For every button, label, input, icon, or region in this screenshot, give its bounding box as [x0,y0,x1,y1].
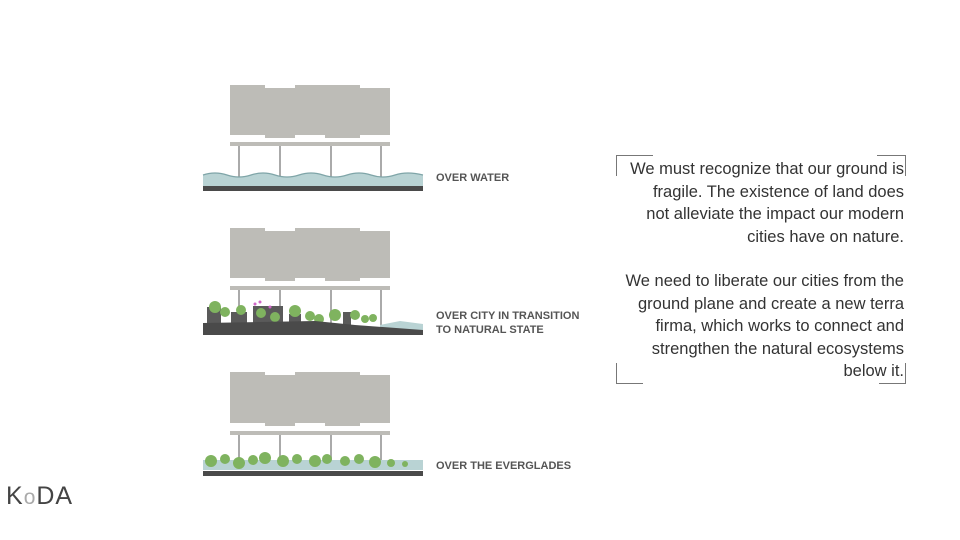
label-line: OVER CITY IN TRANSITION [436,310,580,322]
section-drawings [202,85,424,476]
label-over-water: OVER WATER [436,171,509,185]
building-mass [230,372,390,426]
columns [238,435,382,468]
label-over-city: OVER CITY IN TRANSITION TO NATURAL STATE [436,309,579,337]
ground-line [203,186,423,191]
platform [230,142,390,146]
logo-k: K [6,482,24,510]
label-over-everglades: OVER THE EVERGLADES [436,459,571,473]
label-line: OVER WATER [436,172,510,184]
platform [230,431,390,435]
logo-da: DA [36,482,74,510]
ground-line [203,471,423,476]
elevated-city-diagram: OVER WATER OVER CITY IN TRANSITION TO NA… [195,75,595,495]
flowers [253,300,272,309]
columns [238,146,382,190]
koda-logo: KoDA [6,482,73,511]
ground-slope [203,321,423,335]
section-over-everglades [203,372,423,476]
bracket-bottom-right [879,363,906,384]
bracket-bottom-left [616,363,643,384]
statement-paragraph-1: We must recognize that our ground is fra… [630,160,904,246]
everglades-vegetation [205,452,408,469]
statement-paragraph-2: We need to liberate our cities from the … [625,272,904,380]
building-mass [230,228,390,281]
label-line: TO NATURAL STATE [436,324,544,336]
water-wave-line [202,172,424,178]
section-over-city [203,228,423,335]
label-line: OVER THE EVERGLADES [436,460,572,472]
statement-block: We must recognize that our ground is fra… [616,155,906,384]
water [203,173,423,186]
bracket-top-right [877,155,906,176]
platform [230,286,390,290]
section-over-water [202,85,424,191]
bracket-top-left [616,155,653,176]
building-mass [230,85,390,138]
logo-o: o [23,486,37,509]
vegetation [209,301,377,324]
